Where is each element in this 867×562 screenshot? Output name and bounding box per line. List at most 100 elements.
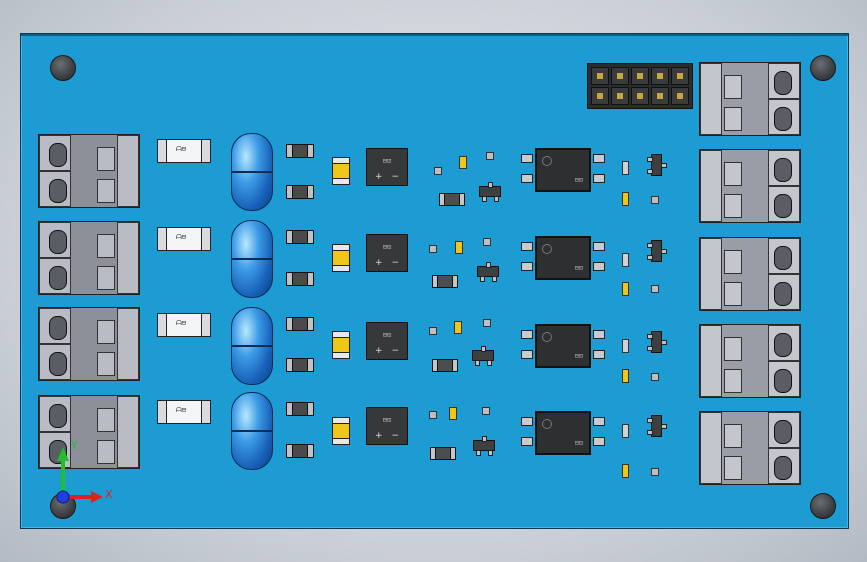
header-pin: [631, 67, 649, 85]
output-terminal-block-3[interactable]: [699, 237, 801, 311]
fuse-1[interactable]: ᗩ⊟: [157, 139, 211, 163]
smd-component: [459, 156, 467, 169]
screw-icon: [774, 246, 792, 270]
smd-component: [622, 161, 629, 175]
pin-header[interactable]: [587, 63, 693, 109]
smd-component: [455, 241, 463, 254]
header-pin: [651, 87, 669, 105]
screw-icon: [774, 282, 792, 306]
transistor[interactable]: [647, 331, 667, 353]
orientation-triad[interactable]: X Y: [47, 441, 117, 511]
inductor-3[interactable]: [231, 307, 273, 385]
smd-component: [622, 424, 629, 438]
pcb-board[interactable]: ᗩ⊟ ⊟⊡ + − ⊟⊡: [20, 33, 849, 529]
capacitor[interactable]: [332, 331, 350, 359]
screw-icon: [49, 352, 67, 376]
input-terminal-block-3[interactable]: [38, 307, 140, 381]
smd-component: [429, 327, 437, 335]
smd-component: [622, 282, 629, 296]
mounting-hole-top-left: [50, 55, 76, 81]
screw-icon: [49, 266, 67, 290]
screw-icon: [49, 143, 67, 167]
capacitor[interactable]: [332, 157, 350, 185]
transistor[interactable]: [647, 415, 667, 437]
header-pin: [591, 67, 609, 85]
output-terminal-block-5[interactable]: [699, 411, 801, 485]
smd-component: [482, 407, 490, 415]
resistor[interactable]: [286, 317, 314, 331]
header-pin: [611, 67, 629, 85]
bridge-rectifier-1[interactable]: ⊟⊡ + −: [366, 148, 408, 186]
inductor-4[interactable]: [231, 392, 273, 470]
resistor[interactable]: [286, 144, 314, 158]
resistor[interactable]: [286, 402, 314, 416]
optocoupler-4[interactable]: ⊟⊡: [521, 411, 605, 455]
smd-component: [483, 238, 491, 246]
fuse-2[interactable]: ᗩ⊟: [157, 227, 211, 251]
smd-component: [651, 285, 659, 293]
resistor[interactable]: [286, 230, 314, 244]
output-terminal-block-2[interactable]: [699, 149, 801, 223]
screw-icon: [774, 158, 792, 182]
x-axis-label: X: [105, 488, 113, 501]
diode[interactable]: [432, 275, 458, 288]
optocoupler-2[interactable]: ⊟⊡: [521, 236, 605, 280]
input-terminal-block-4[interactable]: [38, 395, 140, 469]
screw-icon: [49, 179, 67, 203]
transistor[interactable]: [479, 182, 501, 202]
smd-component: [429, 411, 437, 419]
smd-component: [486, 152, 494, 160]
smd-component: [622, 369, 629, 383]
transistor[interactable]: [472, 346, 494, 366]
resistor[interactable]: [286, 272, 314, 286]
optocoupler-1[interactable]: ⊟⊡: [521, 148, 605, 192]
screw-icon: [774, 420, 792, 444]
optocoupler-3[interactable]: ⊟⊡: [521, 324, 605, 368]
header-pin: [631, 87, 649, 105]
capacitor[interactable]: [332, 244, 350, 272]
mounting-hole-top-right: [810, 55, 836, 81]
resistor[interactable]: [286, 185, 314, 199]
transistor[interactable]: [473, 436, 495, 456]
screw-icon: [49, 230, 67, 254]
bridge-rectifier-2[interactable]: ⊟⊡ + −: [366, 234, 408, 272]
inductor-1[interactable]: [231, 133, 273, 211]
mounting-hole-bottom-right: [810, 493, 836, 519]
y-axis-arrowhead-icon: [57, 447, 69, 461]
smd-component: [454, 321, 462, 334]
input-terminal-block-2[interactable]: [38, 221, 140, 295]
transistor[interactable]: [647, 154, 667, 176]
output-terminal-block-4[interactable]: [699, 324, 801, 398]
resistor[interactable]: [286, 358, 314, 372]
diode[interactable]: [432, 359, 458, 372]
fuse-3[interactable]: ᗩ⊟: [157, 313, 211, 337]
smd-component: [622, 192, 629, 206]
transistor[interactable]: [477, 262, 499, 282]
bridge-rectifier-3[interactable]: ⊟⊡ + −: [366, 322, 408, 360]
smd-component: [651, 468, 659, 476]
screw-icon: [774, 107, 792, 131]
diode[interactable]: [439, 193, 465, 206]
diode[interactable]: [430, 447, 456, 460]
input-terminal-block-1[interactable]: [38, 134, 140, 208]
header-pin: [611, 87, 629, 105]
screw-icon: [774, 194, 792, 218]
resistor[interactable]: [286, 444, 314, 458]
y-axis-label: Y: [70, 441, 78, 452]
z-axis-icon: [56, 490, 70, 504]
smd-component: [622, 464, 629, 478]
x-axis-arrowhead-icon: [91, 491, 103, 503]
output-terminal-block-1[interactable]: [699, 62, 801, 136]
inductor-2[interactable]: [231, 220, 273, 298]
screw-icon: [49, 404, 67, 428]
header-pin: [591, 87, 609, 105]
capacitor[interactable]: [332, 417, 350, 445]
bridge-rectifier-4[interactable]: ⊟⊡ + −: [366, 407, 408, 445]
smd-component: [622, 339, 629, 353]
fuse-4[interactable]: ᗩ⊟: [157, 400, 211, 424]
transistor[interactable]: [647, 240, 667, 262]
smd-component: [483, 319, 491, 327]
header-pin: [671, 87, 689, 105]
smd-component: [651, 373, 659, 381]
